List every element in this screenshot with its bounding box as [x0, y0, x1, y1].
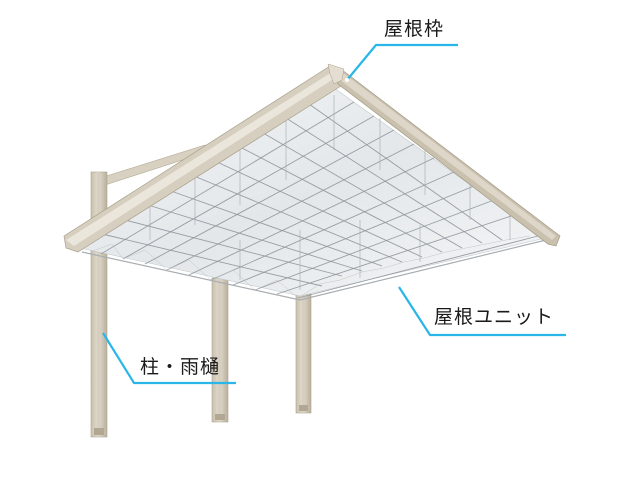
callout-lines — [102, 43, 566, 385]
callout-line-post-gutter — [102, 332, 236, 385]
callout-line-roof-unit — [398, 286, 566, 337]
roof-unit — [79, 87, 547, 301]
label-roof-unit: 屋根ユニット — [434, 306, 555, 328]
label-roof-frame: 屋根枠 — [384, 18, 445, 40]
callout-anchor-roof-frame — [345, 78, 349, 82]
roof-frame — [63, 63, 561, 253]
label-post-gutter: 柱・雨樋 — [140, 356, 221, 378]
callout-line-roof-frame — [346, 43, 458, 81]
